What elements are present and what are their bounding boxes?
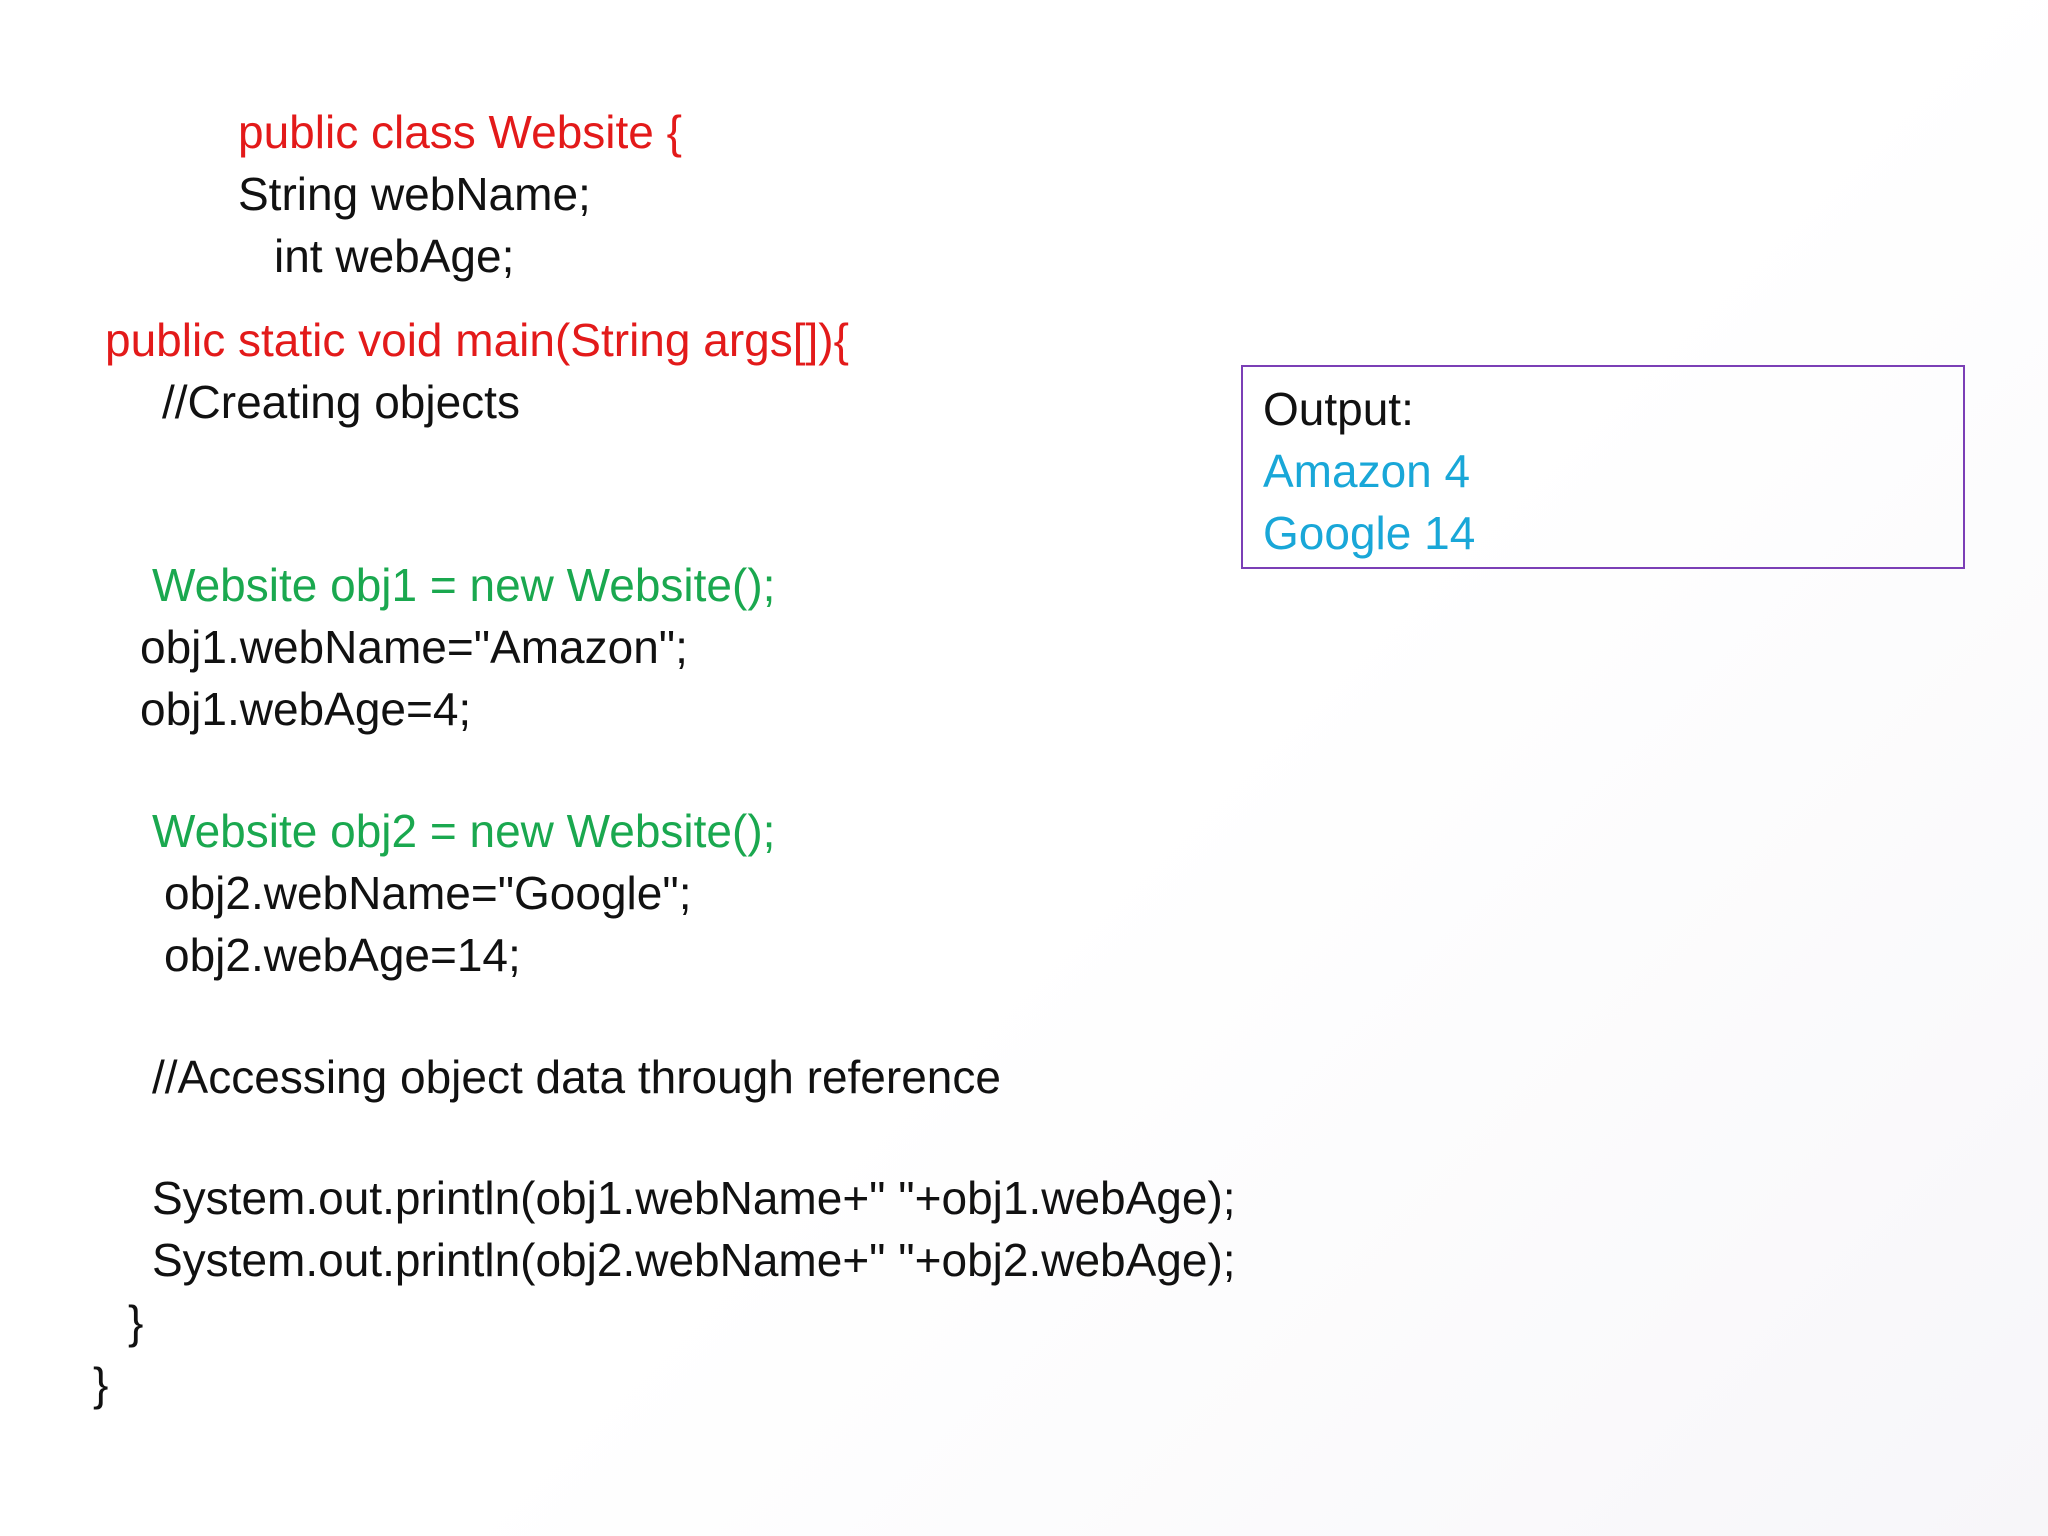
class-closing-brace: } xyxy=(93,1358,109,1410)
comment-creating-objects: //Creating objects xyxy=(162,376,520,428)
output-box: Output: Amazon 4 Google 14 xyxy=(1241,365,1965,569)
output-line-amazon: Amazon 4 xyxy=(1263,445,1471,497)
obj1-instantiation: Website obj1 = new Website(); xyxy=(152,559,776,611)
main-closing-brace: } xyxy=(128,1296,144,1348)
comment-accessing-data: //Accessing object data through referenc… xyxy=(152,1051,1001,1103)
obj2-webage-assignment: obj2.webAge=14; xyxy=(164,929,521,981)
field-webname: String webName; xyxy=(238,168,591,220)
output-title: Output: xyxy=(1263,383,1414,435)
obj2-webname-assignment: obj2.webName="Google"; xyxy=(164,867,692,919)
main-method-declaration: public static void main(String args[]){ xyxy=(105,314,849,366)
print-statement-obj1: System.out.println(obj1.webName+" "+obj1… xyxy=(152,1172,1236,1224)
output-line-google: Google 14 xyxy=(1263,507,1476,559)
field-webage: int webAge; xyxy=(274,230,515,282)
obj1-webname-assignment: obj1.webName="Amazon"; xyxy=(140,621,688,673)
print-statement-obj2: System.out.println(obj2.webName+" "+obj2… xyxy=(152,1234,1236,1286)
obj2-instantiation: Website obj2 = new Website(); xyxy=(152,805,776,857)
obj1-webage-assignment: obj1.webAge=4; xyxy=(140,683,472,735)
class-declaration: public class Website { xyxy=(238,106,683,158)
